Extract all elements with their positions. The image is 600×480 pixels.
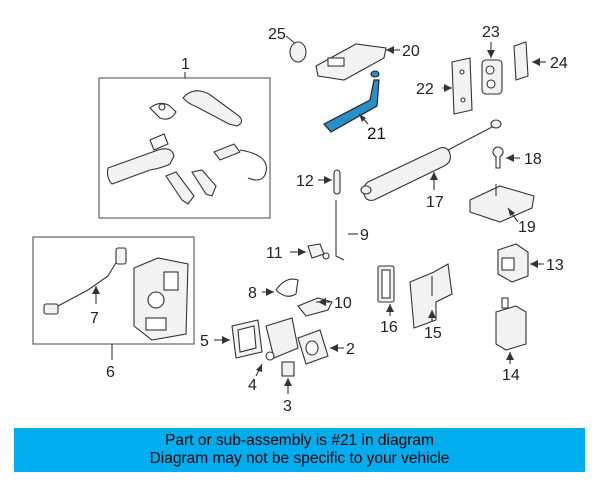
part-13: 13 — [497, 243, 564, 283]
callout-4: 4 — [248, 377, 257, 394]
callout-3: 3 — [283, 398, 292, 415]
callout-13: 13 — [546, 257, 564, 274]
callout-1: 1 — [181, 56, 190, 73]
callout-6: 6 — [106, 364, 115, 381]
callout-15: 15 — [424, 325, 442, 342]
part-16: 16 — [377, 265, 398, 336]
assembly-1-group: 1 — [98, 56, 271, 219]
callout-20: 20 — [402, 43, 420, 60]
part-25: 25 — [268, 26, 307, 63]
banner-line-1: Part or sub-assembly is #21 in diagram — [165, 432, 434, 449]
part-21-highlighted: 21 — [323, 70, 386, 143]
part-24: 24 — [513, 41, 568, 81]
latch-body-part — [133, 257, 189, 341]
callout-11: 11 — [266, 245, 283, 262]
part-18: 18 — [492, 146, 542, 169]
assembly-6-group: 6 7 — [32, 236, 195, 381]
part-14: 14 — [495, 297, 527, 384]
part-11: 11 — [266, 243, 330, 262]
callout-2: 2 — [346, 341, 355, 358]
part-2: 2 — [297, 329, 355, 365]
outer-handle-part — [149, 90, 243, 127]
part-19: 19 — [469, 184, 536, 236]
callout-14: 14 — [502, 367, 520, 384]
callout-24: 24 — [550, 55, 568, 72]
assembly-6-box — [32, 236, 195, 345]
handle-bracket-part — [106, 133, 175, 185]
callout-7: 7 — [90, 310, 99, 327]
part-9: 9 — [335, 200, 369, 261]
callout-8: 8 — [248, 285, 257, 302]
callout-17: 17 — [426, 194, 444, 211]
callout-19: 19 — [518, 219, 536, 236]
callout-5: 5 — [200, 333, 209, 350]
part-21-rod — [323, 79, 380, 133]
callout-22: 22 — [416, 81, 434, 98]
callout-10: 10 — [334, 295, 352, 312]
info-banner: Part or sub-assembly is #21 in diagram D… — [14, 428, 585, 472]
part-15: 15 — [409, 263, 453, 342]
callout-18: 18 — [524, 151, 542, 168]
callout-16: 16 — [380, 319, 398, 336]
callout-12: 12 — [296, 173, 314, 190]
callout-23: 23 — [482, 24, 500, 41]
part-20: 20 — [315, 43, 420, 81]
latch-cable-part — [43, 247, 127, 315]
callout-9: 9 — [360, 227, 369, 244]
part-23: 23 — [481, 24, 503, 95]
part-3: 3 — [281, 361, 295, 415]
part-17-strut: 17 — [360, 119, 502, 211]
part-10: 10 — [297, 295, 352, 317]
part-22: 22 — [416, 57, 473, 115]
part-8: 8 — [248, 278, 299, 302]
callout-25: 25 — [268, 26, 286, 43]
handle-clips-part — [165, 169, 217, 205]
part-4: 4 — [248, 317, 299, 394]
handle-cable-part — [213, 143, 268, 181]
callout-21: 21 — [367, 124, 386, 143]
part-12: 12 — [296, 169, 341, 195]
part-5: 5 — [200, 319, 263, 359]
banner-line-2: Diagram may not be specific to your vehi… — [149, 450, 450, 467]
